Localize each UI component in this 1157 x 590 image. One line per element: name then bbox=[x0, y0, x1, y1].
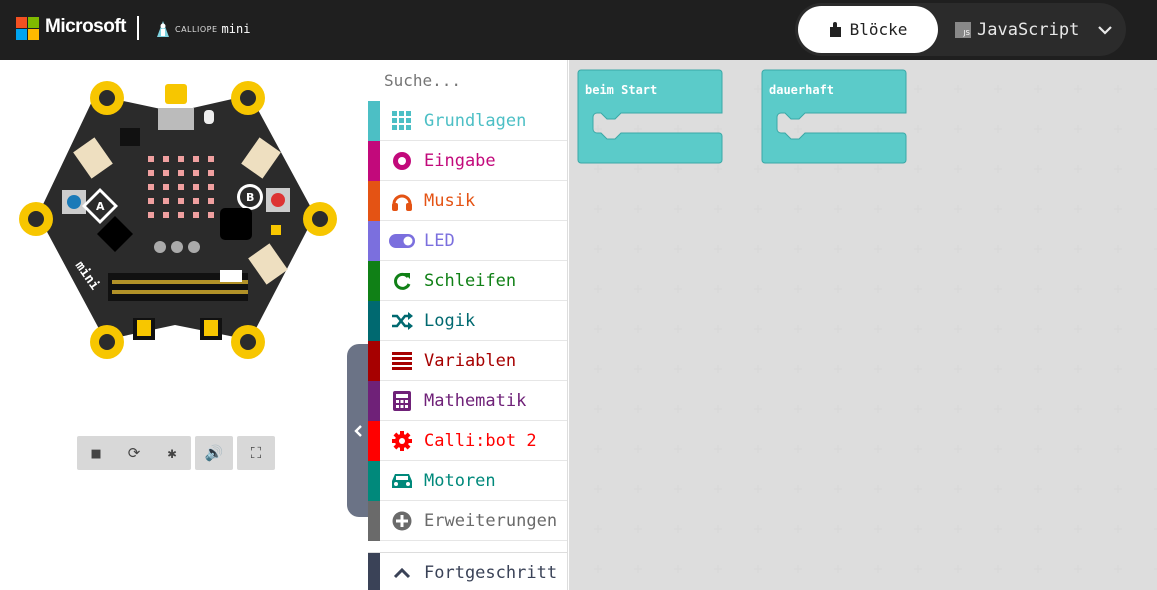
javascript-mode-button[interactable]: JS JavaScript bbox=[955, 6, 1120, 53]
gear-icon bbox=[380, 430, 424, 451]
record-icon bbox=[380, 151, 424, 171]
list-icon bbox=[380, 351, 424, 370]
category-label: Erweiterungen bbox=[424, 510, 558, 531]
calliope-wordmark: CALLIOPE bbox=[175, 24, 218, 34]
debug-bug-icon[interactable]: ✱ bbox=[167, 444, 177, 462]
editor-mode-switch: Blöcke JS JavaScript bbox=[795, 3, 1126, 56]
calliope-logo-pad bbox=[165, 84, 187, 104]
plus-circle-icon bbox=[380, 511, 424, 531]
button-b[interactable]: B bbox=[237, 184, 290, 212]
puzzle-piece-icon bbox=[829, 21, 841, 37]
top-bar: Microsoft CALLIOPE mini Blöcke JS JavaSc… bbox=[0, 0, 1157, 60]
category-schleifen[interactable]: Schleifen bbox=[368, 260, 567, 301]
category-label: Schleifen bbox=[424, 270, 517, 291]
category-label: Eingabe bbox=[424, 150, 496, 171]
category-label: Grundlagen bbox=[424, 110, 527, 131]
js-file-icon: JS bbox=[955, 21, 971, 38]
grid-icon bbox=[380, 110, 424, 131]
header-divider bbox=[137, 16, 139, 40]
category-fortgeschritten[interactable]: Fortgeschritt bbox=[368, 552, 567, 590]
mute-control: 🔊 bbox=[195, 436, 233, 470]
category-label: Variablen bbox=[424, 350, 517, 371]
block-label: beim Start bbox=[585, 83, 658, 97]
blocks-mode-button[interactable]: Blöcke bbox=[798, 6, 938, 53]
chevron-up-icon bbox=[380, 567, 424, 579]
toggle-icon bbox=[380, 233, 424, 248]
collapse-simulator-button[interactable] bbox=[347, 344, 368, 517]
simulator-panel: A B mini ■ ⟳ ✱ bbox=[0, 60, 368, 590]
microsoft-logo-icon[interactable] bbox=[16, 17, 40, 41]
simulator-main-controls: ■ ⟳ ✱ bbox=[77, 436, 191, 470]
category-grundlagen[interactable]: Grundlagen bbox=[368, 100, 567, 141]
event-block-shape bbox=[761, 69, 907, 164]
shuffle-icon bbox=[380, 311, 424, 330]
led-matrix bbox=[148, 156, 214, 218]
fullscreen-control: ⛶ bbox=[237, 436, 275, 470]
category-label: Motoren bbox=[424, 470, 496, 491]
usb-port bbox=[158, 108, 194, 130]
button-a[interactable]: A bbox=[62, 188, 118, 224]
category-eingabe[interactable]: Eingabe bbox=[368, 140, 567, 181]
fullscreen-icon[interactable]: ⛶ bbox=[250, 444, 262, 462]
category-led[interactable]: LED bbox=[368, 220, 567, 261]
category-motoren[interactable]: Motoren bbox=[368, 460, 567, 501]
calliope-figure-icon bbox=[157, 21, 169, 37]
javascript-mode-label: JavaScript bbox=[977, 19, 1080, 40]
category-mathematik[interactable]: Mathematik bbox=[368, 380, 567, 421]
category-erweiterungen[interactable]: Erweiterungen bbox=[368, 500, 567, 541]
restart-icon[interactable]: ⟳ bbox=[127, 444, 141, 462]
category-logik[interactable]: Logik bbox=[368, 300, 567, 341]
blocks-workspace[interactable]: beim Start dauerhaft bbox=[569, 60, 1157, 590]
category-label: Fortgeschritt bbox=[424, 562, 558, 583]
calliope-board-simulator[interactable]: A B mini bbox=[0, 60, 368, 380]
forever-block[interactable]: dauerhaft bbox=[761, 69, 907, 164]
microsoft-brand[interactable]: Microsoft bbox=[45, 16, 127, 37]
category-callibot[interactable]: Calli:bot 2 bbox=[368, 420, 567, 461]
svg-text:B: B bbox=[246, 191, 254, 204]
calliope-logo[interactable]: CALLIOPE mini bbox=[155, 18, 250, 40]
headphones-icon bbox=[380, 191, 424, 211]
calliope-mini-wordmark: mini bbox=[221, 22, 251, 36]
svg-text:A: A bbox=[96, 200, 105, 213]
blocks-mode-label: Blöcke bbox=[849, 20, 908, 39]
board-body bbox=[38, 95, 315, 340]
event-block-shape bbox=[577, 69, 723, 164]
car-icon bbox=[380, 472, 424, 490]
stop-icon[interactable]: ■ bbox=[91, 444, 101, 462]
chevron-down-icon[interactable] bbox=[1097, 25, 1113, 35]
calculator-icon bbox=[380, 390, 424, 411]
category-label: Musik bbox=[424, 190, 476, 211]
block-label: dauerhaft bbox=[769, 83, 835, 97]
simulator-controls: ■ ⟳ ✱ 🔊 ⛶ bbox=[77, 436, 275, 470]
block-toolbox: Grundlagen Eingabe Musik LED Schleifen bbox=[368, 60, 568, 590]
category-musik[interactable]: Musik bbox=[368, 180, 567, 221]
category-label: Logik bbox=[424, 310, 476, 331]
chevron-left-icon bbox=[353, 424, 362, 437]
on-start-block[interactable]: beim Start bbox=[577, 69, 723, 164]
loop-icon bbox=[380, 271, 424, 291]
toolbox-search-input[interactable] bbox=[368, 60, 567, 100]
category-label: Calli:bot 2 bbox=[424, 430, 537, 451]
category-label: LED bbox=[424, 230, 455, 251]
category-variablen[interactable]: Variablen bbox=[368, 340, 567, 381]
category-label: Mathematik bbox=[424, 390, 527, 411]
volume-icon[interactable]: 🔊 bbox=[204, 444, 224, 462]
